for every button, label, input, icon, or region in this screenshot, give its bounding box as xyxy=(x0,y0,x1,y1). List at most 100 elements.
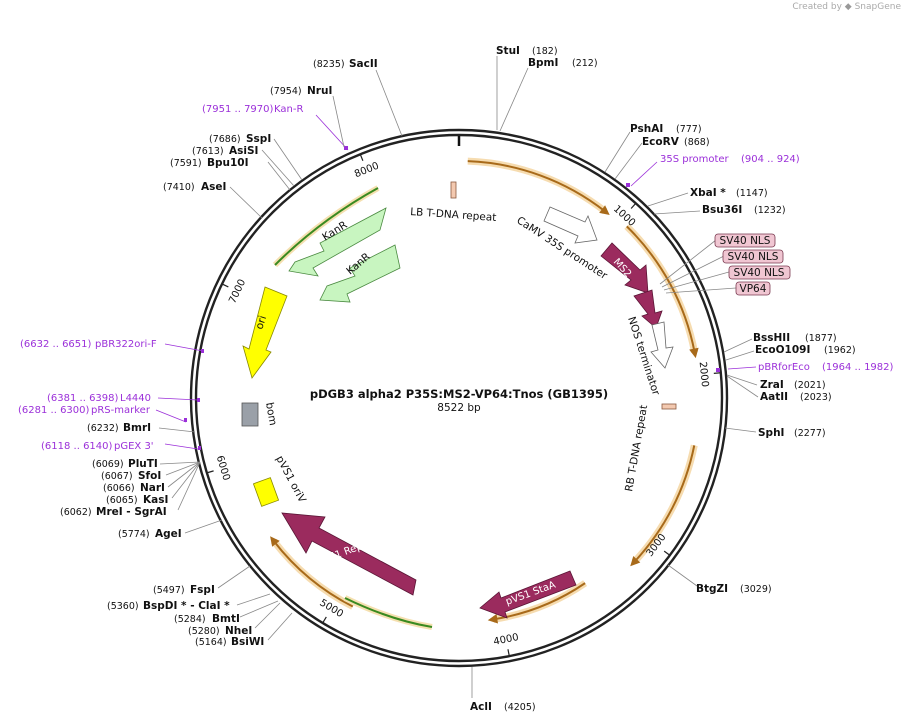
nls-text-3: SV40 NLS xyxy=(734,267,785,279)
pvs1-oriv-box xyxy=(252,477,280,507)
nls-box-4 xyxy=(735,281,771,296)
orange-arc-top xyxy=(467,160,606,213)
kanr-arrow-2 xyxy=(319,244,401,303)
pvs1-staa-arrow xyxy=(479,570,577,619)
site-asei: AseI xyxy=(201,181,226,193)
site-btgzi: BtgZI xyxy=(696,583,728,595)
primer-l4440: L4440 xyxy=(120,393,151,404)
site-sacii: SacII xyxy=(349,58,378,70)
site-nhei-pos: (5280) xyxy=(188,626,220,637)
kanr-arrow-1 xyxy=(288,207,387,277)
site-bpmi-pos: (212) xyxy=(572,58,598,69)
site-kasi-pos: (6065) xyxy=(106,495,138,506)
site-nari: NarI xyxy=(140,482,165,494)
orange-arc-top-halo xyxy=(467,157,608,215)
site-aatii: AatII xyxy=(760,391,788,403)
site-bpmi: BpmI xyxy=(528,57,558,69)
primer-kan-r: Kan-R xyxy=(274,104,303,115)
site-nhei: NheI xyxy=(225,625,252,637)
nls-text-2: SV40 NLS xyxy=(728,251,779,263)
site-bsiwi: BsiWI xyxy=(231,636,264,648)
site-stui-pos: (182) xyxy=(532,46,558,57)
pvs1-repa-arrow xyxy=(281,512,417,596)
tick-label-4000: 4000 xyxy=(493,632,520,648)
kanr-primer-mark xyxy=(344,146,348,150)
snapgene-logo-icon: ◆ xyxy=(844,2,852,12)
ms2-arrow xyxy=(600,242,649,294)
site-agei-pos: (5774) xyxy=(118,529,150,540)
primer-mark-l4440 xyxy=(197,398,200,402)
tick-mark-3000 xyxy=(663,550,671,556)
plasmid-title: pDGB3 alpha2 P35S:MS2-VP64:Tnos (GB1395) xyxy=(310,387,608,401)
tick-mark-7000 xyxy=(221,283,229,288)
orange-arc-top-arrowhead xyxy=(599,205,610,215)
site-ecorv-pos: (868) xyxy=(684,137,710,148)
site-mrei-sgrai-pos: (6062) xyxy=(60,507,92,518)
site-sfoi-pos: (6067) xyxy=(101,471,133,482)
tick-mark-2000 xyxy=(713,372,721,375)
site-bsshii-pos: (1877) xyxy=(805,333,837,344)
primer-kan-r-range: (7951 .. 7970) xyxy=(202,104,274,115)
site-ecoo109i-pos: (1962) xyxy=(824,345,856,356)
bom-label: bom xyxy=(263,401,279,426)
site-acli: AclI xyxy=(470,701,492,713)
site-sacii-pos: (8235) xyxy=(313,59,345,70)
site-nari-pos: (6066) xyxy=(103,483,135,494)
green-arc-halo-2 xyxy=(343,595,433,630)
site-pshai: PshAI xyxy=(630,123,663,135)
site-bmti: BmtI xyxy=(212,613,240,625)
nos-terminator-arrow xyxy=(650,321,674,369)
tick-mark-8000 xyxy=(359,154,364,161)
orange-arc-bottom-left xyxy=(272,540,354,608)
lb-repeat-box xyxy=(450,181,457,199)
orange-arc-right-upper-arrowhead xyxy=(689,347,699,359)
camv-promoter-arrow xyxy=(543,206,598,244)
tick-label-8000: 8000 xyxy=(353,161,381,181)
site-fspi-pos: (5497) xyxy=(153,585,185,596)
credit-text: Created by xyxy=(792,2,842,12)
nls-box-2 xyxy=(722,249,784,264)
bom-box xyxy=(241,402,259,427)
site-zrai-pos: (2021) xyxy=(794,380,826,391)
primer-pgex3-range: (6118 .. 6140) xyxy=(41,441,113,452)
tick-label-2000: 2000 xyxy=(697,361,710,387)
orange-arc-bottom xyxy=(493,582,586,621)
nls-lead-2 xyxy=(661,255,725,288)
site-sphi-pos: (2277) xyxy=(794,428,826,439)
primer-35s: 35S promoter xyxy=(660,154,730,165)
site-mrei-sgrai: MreI - SgrAI xyxy=(96,506,167,518)
orange-arc-bottom-left-arrowhead xyxy=(270,536,280,547)
primer-pbrforeco: pBRforEco xyxy=(758,362,810,373)
site-labels: StuI (182) BpmI (212) PshAI (777) EcoRV (868… xyxy=(18,45,894,713)
tick-label-7000: 7000 xyxy=(227,278,248,306)
green-arc-1 xyxy=(274,187,379,266)
site-zrai: ZraI xyxy=(760,379,784,391)
site-bmri-pos: (6232) xyxy=(87,423,119,434)
nls-text-4: VP64 xyxy=(740,283,767,295)
rb-repeat-label: RB T-DNA repeat xyxy=(623,404,650,493)
site-sspi: SspI xyxy=(246,133,271,145)
site-asisi-pos: (7613) xyxy=(192,146,224,157)
primer-mark-35s xyxy=(626,183,630,187)
primer-35s-range: (904 .. 924) xyxy=(741,154,800,165)
tick-mark-4000 xyxy=(507,649,510,657)
primer-mark-pgex xyxy=(198,446,201,450)
tick-mark-6000 xyxy=(206,470,214,474)
ori-label: ori xyxy=(253,314,269,331)
site-bsu36i-pos: (1232) xyxy=(754,205,786,216)
tick-label-6000: 6000 xyxy=(214,454,232,482)
site-pshai-pos: (777) xyxy=(676,124,702,135)
site-pluti-pos: (6069) xyxy=(92,459,124,470)
site-pluti: PluTI xyxy=(128,458,158,470)
site-sspi-pos: (7686) xyxy=(209,134,241,145)
site-ecorv: EcoRV xyxy=(642,136,680,148)
orange-arc-bottom-arrowhead xyxy=(487,613,499,624)
site-bmti-pos: (5284) xyxy=(174,614,206,625)
site-ecoo109i: EcoO109I xyxy=(755,344,810,356)
orange-arc-group xyxy=(270,157,699,624)
site-stui: StuI xyxy=(496,45,520,57)
site-bspdi-clai: BspDI * - ClaI * xyxy=(143,600,230,612)
orange-arc-right-upper xyxy=(626,225,696,353)
site-bspdi-clai-pos: (5360) xyxy=(107,601,139,612)
